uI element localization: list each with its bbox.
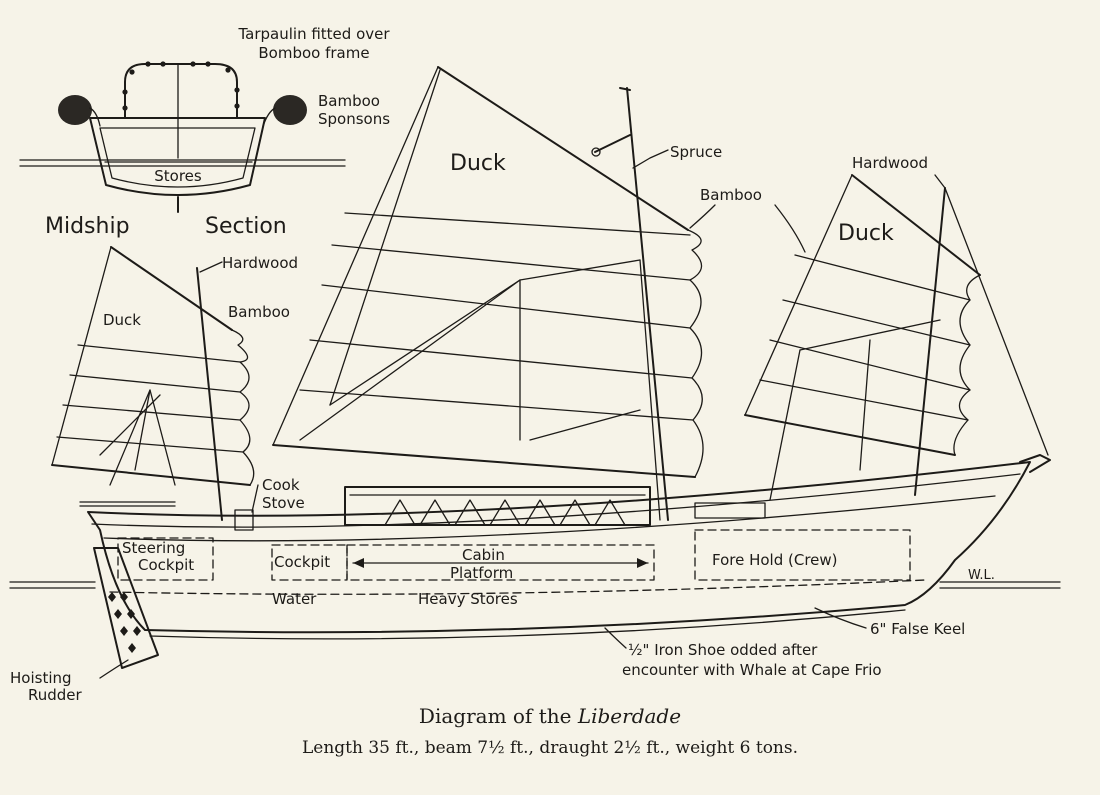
- label-stores: Stores: [154, 167, 202, 185]
- section-hull: [89, 117, 266, 196]
- label-section: Section: [205, 214, 287, 239]
- caption-subtitle: Length 35 ft., beam 7½ ft., draught 2½ f…: [301, 738, 799, 758]
- interior-compartments: [109, 529, 926, 595]
- mizzen-sail: [51, 246, 255, 521]
- caption-title-name: Liberdade: [577, 704, 682, 728]
- fore-hatch: [694, 502, 766, 519]
- label-bamboo-mizzen: Bamboo: [228, 303, 290, 321]
- mizzen-yard: [110, 246, 233, 331]
- hull-gunwale: [103, 495, 996, 542]
- section-rivets: [122, 61, 240, 111]
- label-false-keel: 6" False Keel: [870, 620, 965, 638]
- hull: [79, 454, 1051, 640]
- mizzen-boom: [51, 464, 251, 486]
- main-waterline: [9, 581, 1061, 589]
- label-tarpaulin: Tarpaulin fitted over: [237, 25, 390, 43]
- cabin-house: [344, 486, 651, 526]
- fore-sail: [744, 174, 1049, 501]
- false-keel: [149, 609, 906, 640]
- hull-sheer-line: [91, 473, 1021, 528]
- label-iron-shoe-1: ½" Iron Shoe odded after: [628, 641, 818, 659]
- mizzen-battens: [56, 329, 255, 486]
- label-steering-cockpit: Cockpit: [138, 556, 194, 574]
- label-iron-shoe-2: encounter with Whale at Cape Frio: [622, 661, 882, 679]
- hull-outline: [87, 461, 1031, 634]
- label-cook: Cook: [262, 476, 300, 494]
- sponson-right: [262, 95, 307, 127]
- label-duck-mizzen: Duck: [103, 311, 141, 329]
- label-heavy-stores: Heavy Stores: [418, 590, 518, 608]
- label-cabin: Cabin: [462, 546, 505, 564]
- label-spruce: Spruce: [670, 143, 722, 161]
- label-bamboo-main: Bamboo: [700, 186, 762, 204]
- label-wl: W.L.: [968, 568, 995, 583]
- main-sail: [272, 66, 704, 521]
- midship-section: Tarpaulin fitted over Bomboo frame Bambo…: [19, 25, 390, 239]
- label-duck-fore: Duck: [838, 221, 894, 246]
- caption-title: Diagram of the Liberdade: [0, 704, 1100, 728]
- fore-mast: [914, 187, 946, 496]
- label-steering: Steering: [122, 539, 185, 557]
- label-stove: Stove: [262, 494, 305, 512]
- main-battens: [299, 69, 704, 521]
- label-cockpit: Cockpit: [274, 553, 330, 571]
- section-hull-inner: [99, 127, 256, 188]
- label-hoisting: Hoisting: [10, 669, 72, 687]
- label-rudder: Rudder: [28, 686, 83, 700]
- label-bamboo-sponsons-2: Sponsons: [318, 110, 390, 128]
- label-bamboo-frame: Bomboo frame: [258, 44, 369, 62]
- cook-stove: [234, 509, 254, 531]
- main-boom: [272, 444, 696, 478]
- sponson-left: [58, 95, 101, 127]
- label-fore-hold: Fore Hold (Crew): [712, 551, 838, 569]
- label-midship: Midship: [45, 214, 130, 239]
- caption-title-prefix: Diagram of the: [418, 704, 578, 728]
- liberdade-diagram: Tarpaulin fitted over Bomboo frame Bambo…: [9, 25, 1061, 700]
- hoisting-rudder: [93, 547, 159, 679]
- fore-battens: [759, 187, 1049, 501]
- label-duck-main: Duck: [450, 151, 506, 176]
- main-mast: [626, 87, 669, 521]
- stem-post: [1019, 454, 1051, 473]
- section-tarpaulin: [124, 63, 238, 119]
- cabin-triangles: [384, 499, 626, 526]
- label-water: Water: [272, 590, 317, 608]
- cabin-arrow: [352, 558, 649, 568]
- label-platform: Platform: [450, 564, 513, 582]
- label-hardwood-fore: Hardwood: [852, 154, 928, 172]
- label-hardwood-mizzen: Hardwood: [222, 254, 298, 272]
- fore-boom: [744, 414, 956, 456]
- label-bamboo-sponsons-1: Bamboo: [318, 92, 380, 110]
- fore-yard: [851, 174, 981, 276]
- main-yard: [437, 66, 689, 231]
